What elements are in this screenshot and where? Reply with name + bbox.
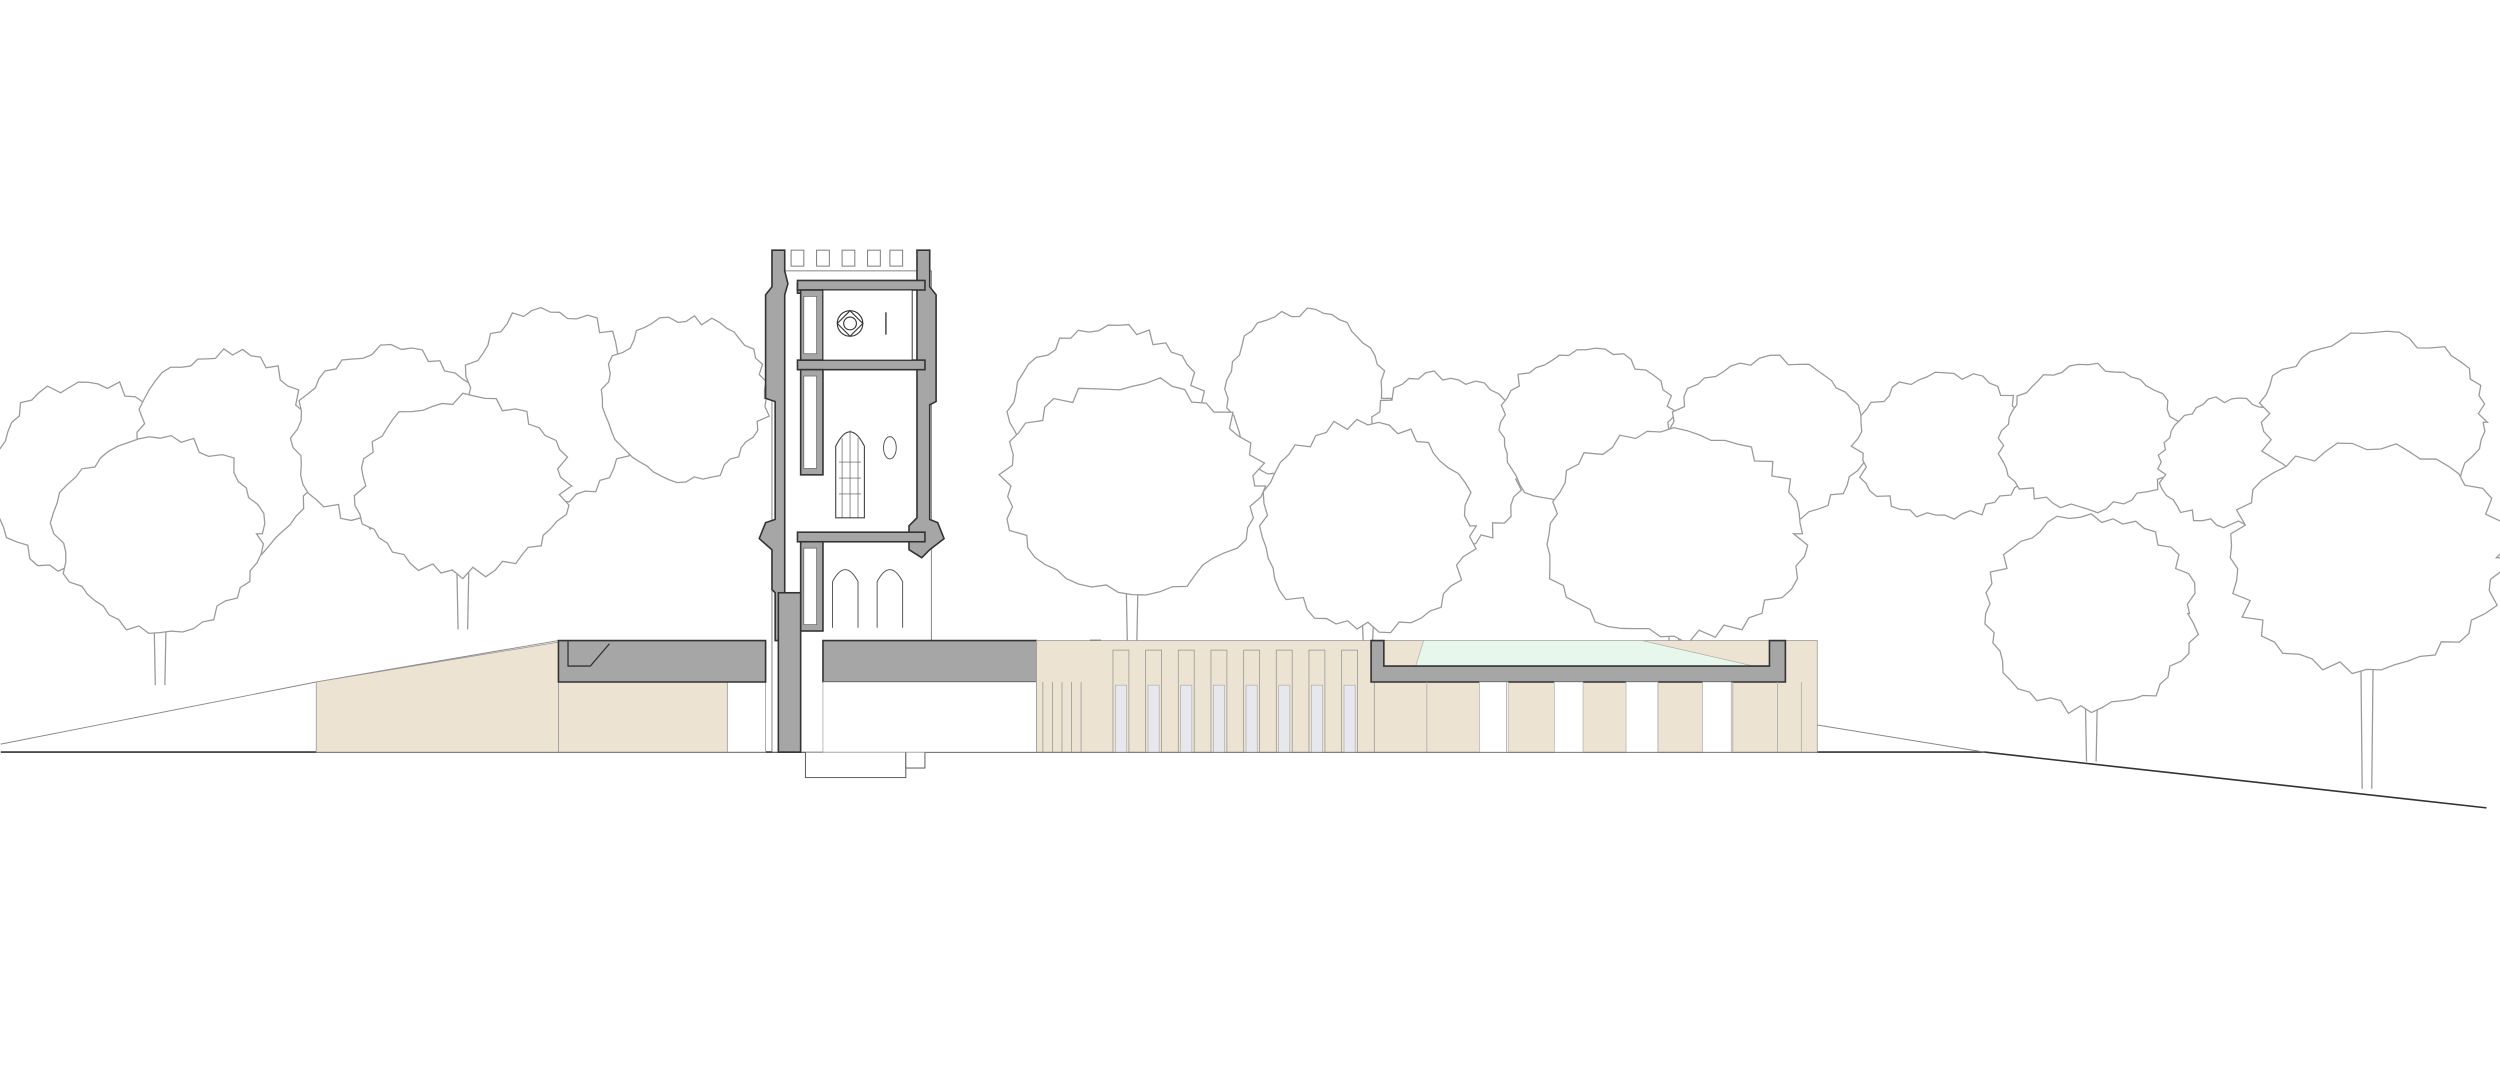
east-wing [1370, 639, 1818, 753]
tree-canopy [1546, 427, 1809, 645]
glazed-opening [1554, 681, 1584, 753]
tree-canopy [2229, 442, 2500, 675]
glazing-panel [1343, 684, 1356, 753]
tree [1546, 427, 1809, 645]
tree-canopy [600, 314, 771, 484]
east-wing-openings [1426, 681, 1802, 753]
west-roof-slab-section [557, 639, 767, 683]
west-roof-upstand [567, 640, 610, 667]
battlements [790, 249, 904, 267]
glazed-opening [1702, 681, 1732, 753]
glazing-panel [1245, 684, 1258, 753]
tree-canopy [1258, 418, 1478, 634]
tower-floor-3 [796, 531, 926, 543]
glazing-panel [1180, 684, 1193, 753]
link-interior [822, 681, 1037, 753]
rose-window-icon [836, 309, 864, 338]
stair-shaft [803, 296, 817, 355]
tree-canopy [998, 377, 1267, 596]
stair-shaft-3 [803, 547, 817, 625]
glazing-panel [1311, 684, 1323, 753]
tree-trunk [2068, 668, 2115, 762]
tree-canopy [1984, 513, 2200, 715]
oculus-window [883, 436, 897, 460]
belfry-slit [885, 312, 887, 335]
tree-canopy [353, 392, 574, 580]
east-roof-slab-section [1370, 639, 1787, 683]
tower-floor-1 [796, 279, 926, 291]
east-colonnade [1036, 640, 1388, 753]
tower-wall-left [758, 249, 789, 642]
tree [1258, 418, 1478, 641]
buried-wing-cladding [315, 641, 559, 753]
glazing-panel [1115, 684, 1127, 753]
tree [49, 434, 266, 686]
tree [600, 314, 771, 484]
tower-foundation-step [905, 751, 926, 769]
glazed-opening [1479, 681, 1509, 753]
tree-canopy [1997, 362, 2183, 514]
west-wing-interior [726, 681, 766, 753]
tree [353, 392, 574, 630]
tree-canopy [49, 434, 266, 635]
stair-shaft-2 [803, 375, 817, 469]
foreground-trees [49, 377, 2500, 789]
tree [1984, 513, 2200, 762]
lancet-glazing [838, 430, 862, 518]
tree-canopy [1850, 371, 2039, 520]
tree-trunk [440, 536, 486, 630]
tree [1850, 371, 2039, 520]
timber-fins [1042, 649, 1358, 753]
ground-line [0, 751, 2487, 809]
tree [998, 377, 1267, 641]
landscape-slope-right [1817, 724, 1985, 753]
lancet-window [835, 431, 865, 519]
arch-door-right [876, 569, 904, 628]
arch-door-left [832, 569, 859, 628]
tree [1997, 362, 2183, 514]
west-wing [315, 639, 767, 753]
glazing-panel [1213, 684, 1225, 753]
tower-lower-wall [777, 591, 802, 753]
tower-foundation [804, 751, 907, 779]
glazing-panel [1278, 684, 1291, 753]
tree-trunk [137, 588, 183, 686]
central-link [822, 639, 1102, 753]
glazed-opening [1625, 681, 1659, 753]
west-wing-cladding [558, 668, 728, 753]
tree [2229, 442, 2500, 789]
belfry-chamber [822, 289, 913, 361]
glazing-panel [1147, 684, 1160, 753]
tower-floor-2 [796, 359, 926, 371]
tree-trunk [2344, 621, 2390, 789]
tree-trunk [1109, 545, 1155, 641]
